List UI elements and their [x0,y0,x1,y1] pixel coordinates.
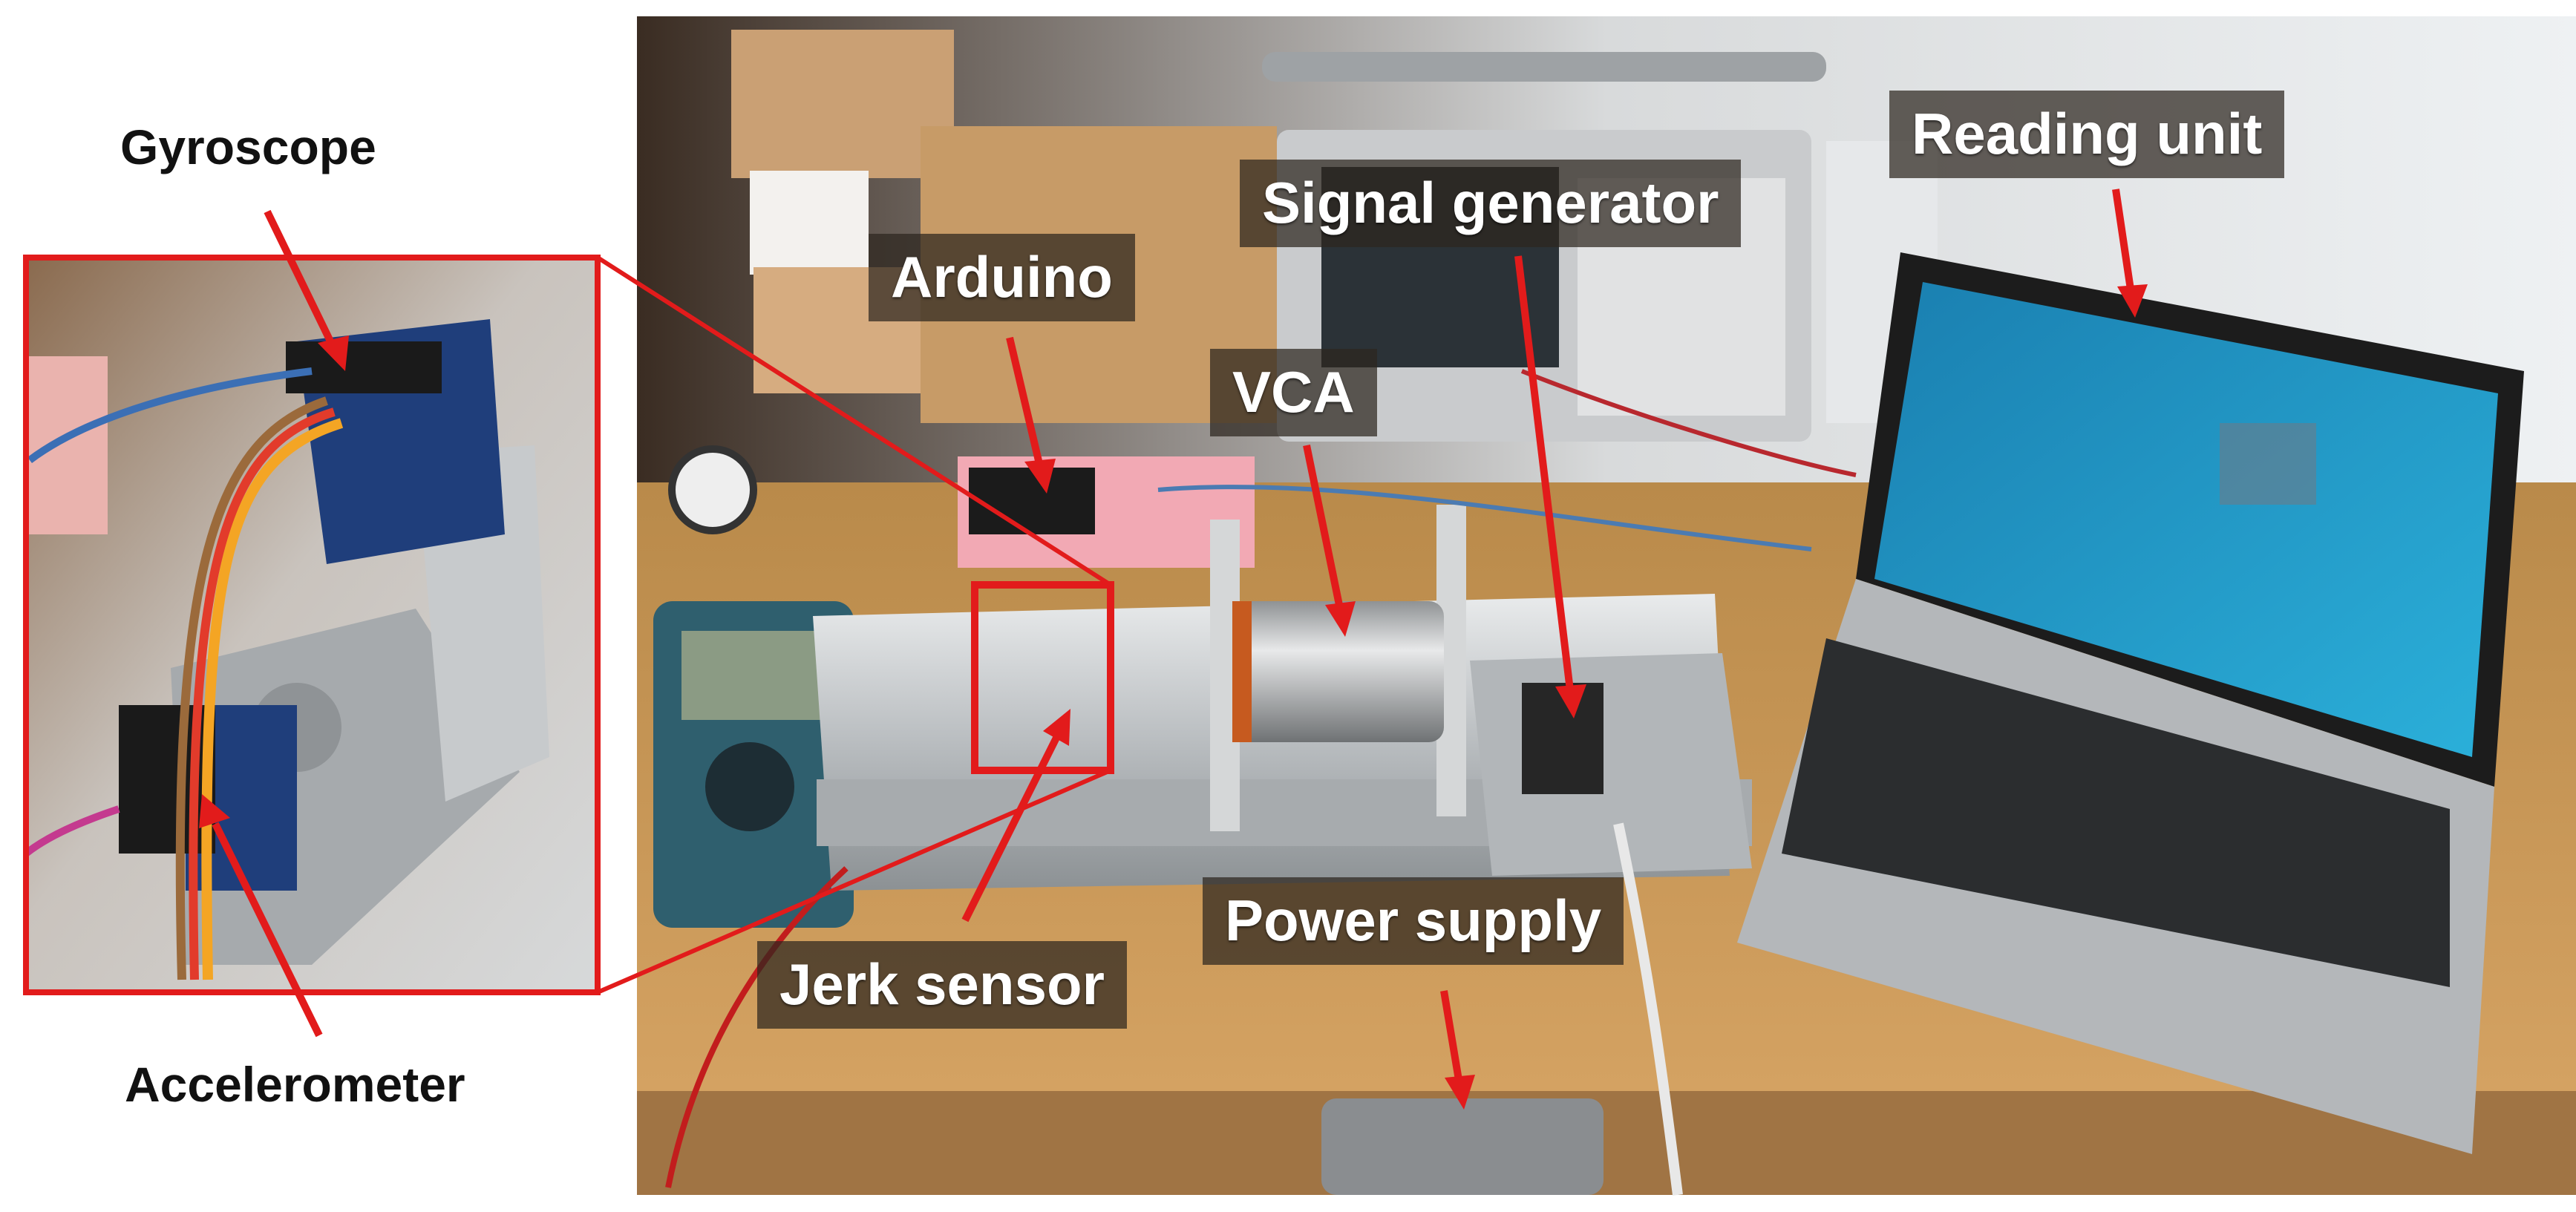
label-arduino: Arduino [869,234,1135,321]
arrow-vca-head [1325,601,1356,637]
arrow-reading-unit-head [2117,284,2148,318]
label-jerk-sensor: Jerk sensor [757,941,1127,1029]
arrow-reading-unit [2112,189,2134,290]
label-power-supply: Power supply [1203,877,1624,965]
arrow-gyroscope [264,209,338,351]
arrow-arduino [1006,336,1043,465]
label-signal-generator: Signal generator [1240,160,1742,247]
annotation-arrows [199,189,2148,1110]
arrow-jerk-sensor-head [1043,709,1070,746]
arrow-power-supply-head [1445,1075,1475,1110]
arrow-jerk-sensor [961,733,1062,923]
label-reading-unit: Reading unit [1889,91,2285,178]
label-gyroscope: Gyroscope [120,119,376,174]
arrow-signal-generator [1514,255,1574,691]
label-accelerometer: Accelerometer [125,1057,465,1112]
arrow-power-supply [1440,990,1462,1081]
arrow-accelerometer [212,822,323,1038]
arrow-vca [1303,444,1344,610]
arrow-gyroscope-head [318,335,349,371]
label-vca: VCA [1210,349,1377,436]
arrow-signal-generator-head [1555,684,1586,718]
inset-photo-closeup [23,255,601,995]
arrow-accelerometer-head [199,794,230,828]
arrow-arduino-head [1024,459,1056,494]
